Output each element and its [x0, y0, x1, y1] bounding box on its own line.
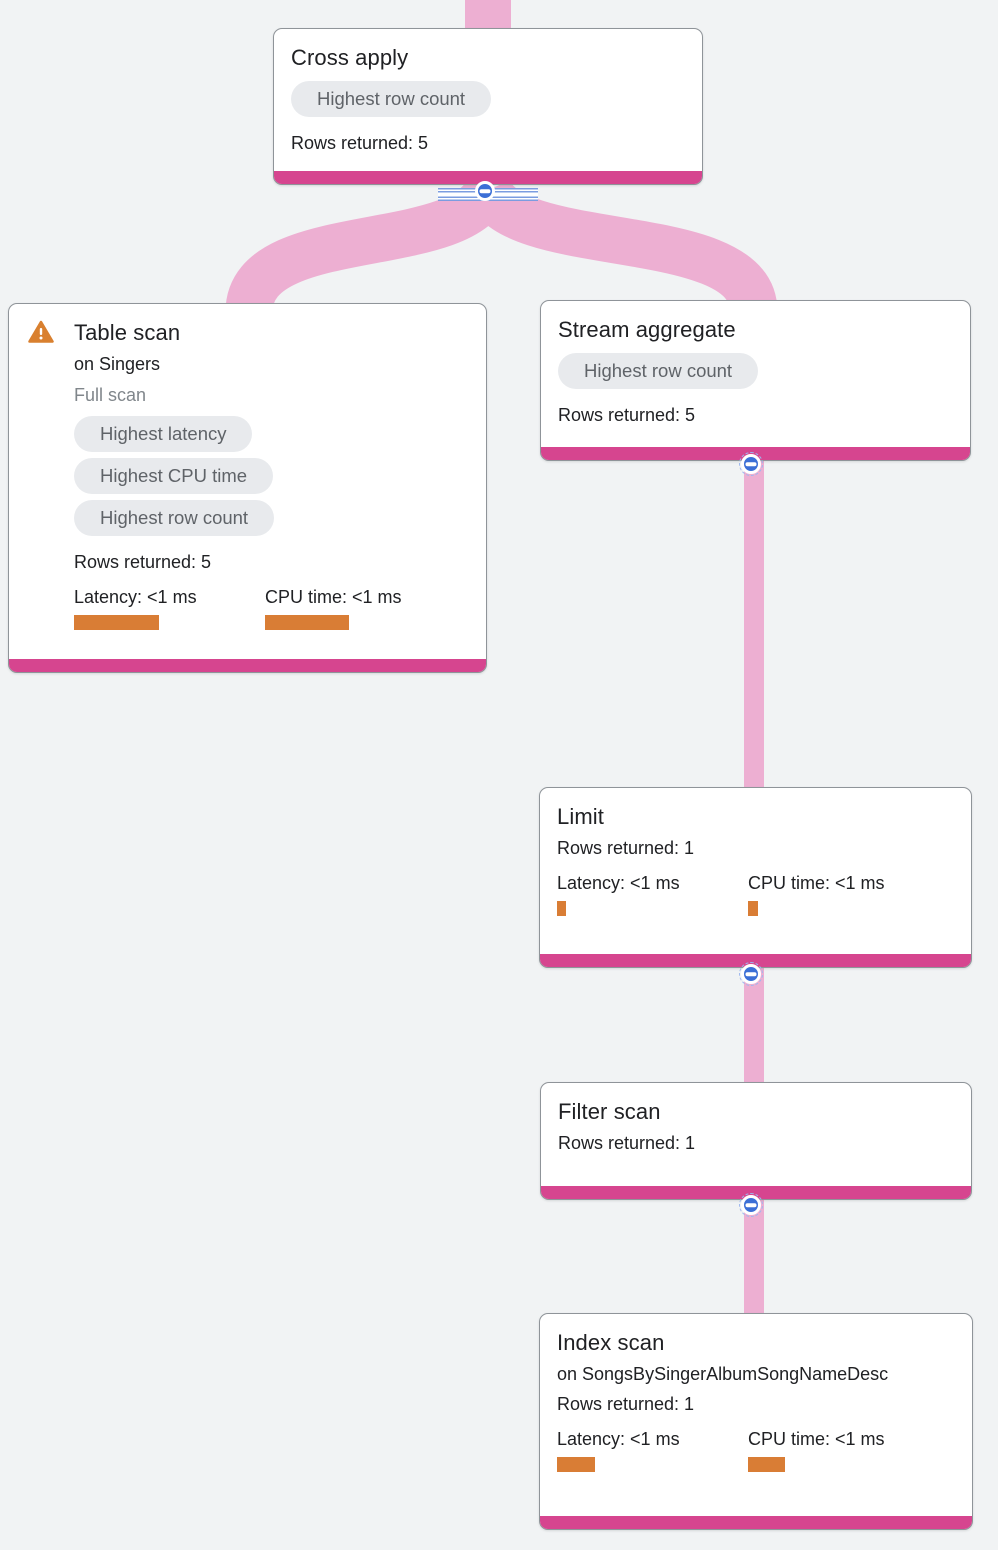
- plan-node-table-scan[interactable]: Table scan on Singers Full scan Highest …: [8, 303, 487, 673]
- metric-bar: [748, 901, 758, 916]
- rows-flow-bar: [540, 954, 971, 967]
- rows-flow-bar: [541, 1186, 971, 1199]
- metric-label: Latency: <1 ms: [557, 873, 680, 893]
- node-title: Limit: [557, 804, 604, 829]
- highlight-badge: Highest CPU time: [74, 458, 274, 494]
- collapse-button-filter-scan[interactable]: [739, 1193, 763, 1217]
- node-title: Cross apply: [291, 45, 409, 70]
- rows-flow-bar: [9, 659, 486, 672]
- collapse-button-cross-apply[interactable]: [475, 181, 495, 201]
- edge-cross-apply-to-stream-aggregate: [466, 177, 778, 315]
- plan-node-stream-aggregate[interactable]: Stream aggregate Highest row count Rows …: [540, 300, 971, 461]
- plan-node-cross-apply[interactable]: Cross apply Highest row count Rows retur…: [273, 28, 703, 185]
- metric-label: CPU time: <1 ms: [265, 587, 402, 607]
- rows-returned: Rows returned: 5: [74, 552, 212, 572]
- node-title: Table scan: [74, 320, 181, 345]
- metric-label: Latency: <1 ms: [557, 1429, 680, 1449]
- edge-cross-apply-to-table-scan: [225, 177, 510, 315]
- node-title: Stream aggregate: [558, 317, 736, 342]
- highlight-badge: Highest row count: [558, 353, 759, 389]
- rows-flow-bar: [541, 447, 970, 460]
- collapse-button-stream-aggregate[interactable]: [739, 452, 763, 476]
- metric-label: CPU time: <1 ms: [748, 1429, 885, 1449]
- rows-returned: Rows returned: 5: [558, 405, 696, 425]
- metric-bar: [74, 615, 159, 630]
- rows-returned: Rows returned: 1: [557, 1394, 695, 1414]
- node-title: Index scan: [557, 1330, 665, 1355]
- warning-icon: [28, 320, 54, 343]
- rows-returned: Rows returned: 1: [558, 1133, 696, 1153]
- highlight-badge: Highest row count: [291, 81, 492, 117]
- plan-node-limit[interactable]: Limit Rows returned: 1 Latency: <1 ms CP…: [539, 787, 972, 968]
- highlight-badge: Highest latency: [74, 416, 253, 452]
- minus-icon: [745, 462, 757, 466]
- plan-node-filter-scan[interactable]: Filter scan Rows returned: 1: [540, 1082, 972, 1200]
- rows-returned: Rows returned: 5: [291, 133, 429, 153]
- metric-label: CPU time: <1 ms: [748, 873, 885, 893]
- metric-bar: [265, 615, 349, 630]
- node-target: on SongsBySingerAlbumSongNameDesc: [557, 1364, 889, 1384]
- metric-bar: [557, 901, 566, 916]
- node-title: Filter scan: [558, 1099, 661, 1124]
- node-scan-type: Full scan: [74, 385, 147, 405]
- minus-icon: [479, 189, 491, 193]
- minus-icon: [745, 972, 757, 976]
- node-target: on Singers: [74, 354, 161, 374]
- collapse-button-limit[interactable]: [739, 962, 763, 986]
- rows-returned: Rows returned: 1: [557, 838, 695, 858]
- minus-icon: [745, 1203, 757, 1207]
- metric-label: Latency: <1 ms: [74, 587, 197, 607]
- rows-flow-bar: [540, 1516, 972, 1529]
- plan-node-index-scan[interactable]: Index scan on SongsBySingerAlbumSongName…: [539, 1313, 973, 1530]
- highlight-badge: Highest row count: [74, 500, 275, 536]
- metric-bar: [557, 1457, 595, 1472]
- rows-flow-bar: [274, 171, 702, 184]
- metric-bar: [748, 1457, 785, 1472]
